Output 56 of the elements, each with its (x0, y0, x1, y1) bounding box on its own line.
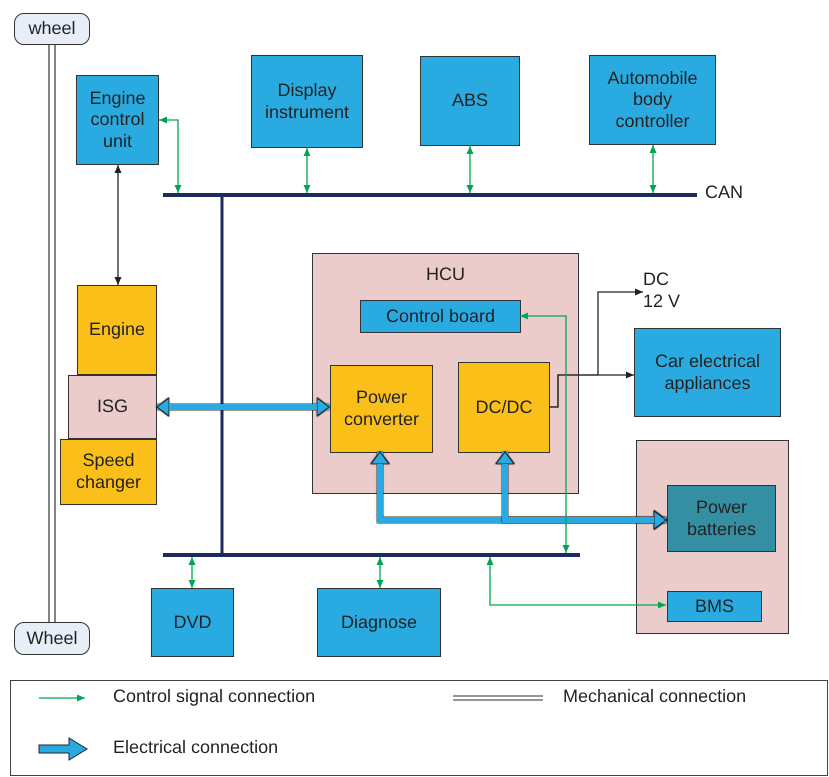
legend-label: Electrical connection (113, 737, 278, 758)
bus-line (220, 197, 224, 553)
signal-arrow (376, 557, 384, 588)
signal-arrow (520, 312, 570, 553)
process-box (458, 362, 550, 453)
node-label: DC 12 V (643, 269, 682, 313)
node-label: ISG (96, 396, 128, 418)
mechanical-link (48, 44, 56, 623)
node-label: Display instrument (264, 80, 350, 124)
signal-arrow (486, 557, 666, 608)
signal-arrow (159, 116, 182, 193)
legend-label: Mechanical connection (563, 686, 746, 707)
legend-label: Control signal connection (113, 686, 316, 707)
process-box (251, 55, 363, 148)
power-arrow (156, 398, 330, 416)
process-box (330, 365, 433, 453)
process-box (68, 375, 157, 439)
process-box (667, 485, 776, 552)
signal-arrow (466, 146, 474, 193)
power-arrow (496, 452, 666, 530)
wheel-label (14, 13, 90, 45)
group-box (312, 253, 579, 494)
node-label: Automobile body controller (606, 68, 699, 132)
node-label: Car electrical appliances (654, 350, 762, 394)
signal-arrow (549, 288, 643, 408)
node-label: Speed changer (74, 450, 142, 494)
process-box (360, 300, 521, 333)
node-label: DVD (173, 612, 212, 634)
node-label: Wheel (26, 628, 78, 650)
process-box (317, 588, 441, 657)
node-label: Control board (386, 306, 496, 328)
process-box (76, 75, 159, 165)
process-box (60, 439, 157, 505)
signal-arrow (114, 165, 122, 285)
group-title: HCU (426, 264, 465, 286)
node-label: wheel (28, 18, 76, 40)
group-box (636, 440, 789, 634)
node-label: Engine (88, 319, 146, 341)
signal-arrow (304, 148, 310, 193)
bus-label: CAN (705, 182, 744, 203)
node-label: Power batteries (686, 496, 758, 540)
wheel-label (14, 622, 90, 655)
process-box (420, 56, 520, 146)
process-box (77, 285, 157, 375)
signal-arrow (650, 145, 656, 193)
process-box (634, 328, 781, 417)
node-label: Power converter (342, 387, 420, 431)
process-box (667, 591, 762, 622)
node-label: Engine control unit (88, 88, 147, 152)
process-box (151, 588, 234, 657)
node-label: DC/DC (476, 396, 532, 418)
signal-arrow (188, 557, 196, 588)
node-label: BMS (694, 596, 734, 618)
node-label: Diagnose (340, 612, 418, 634)
process-box (589, 55, 716, 145)
node-label: ABS (452, 90, 488, 112)
